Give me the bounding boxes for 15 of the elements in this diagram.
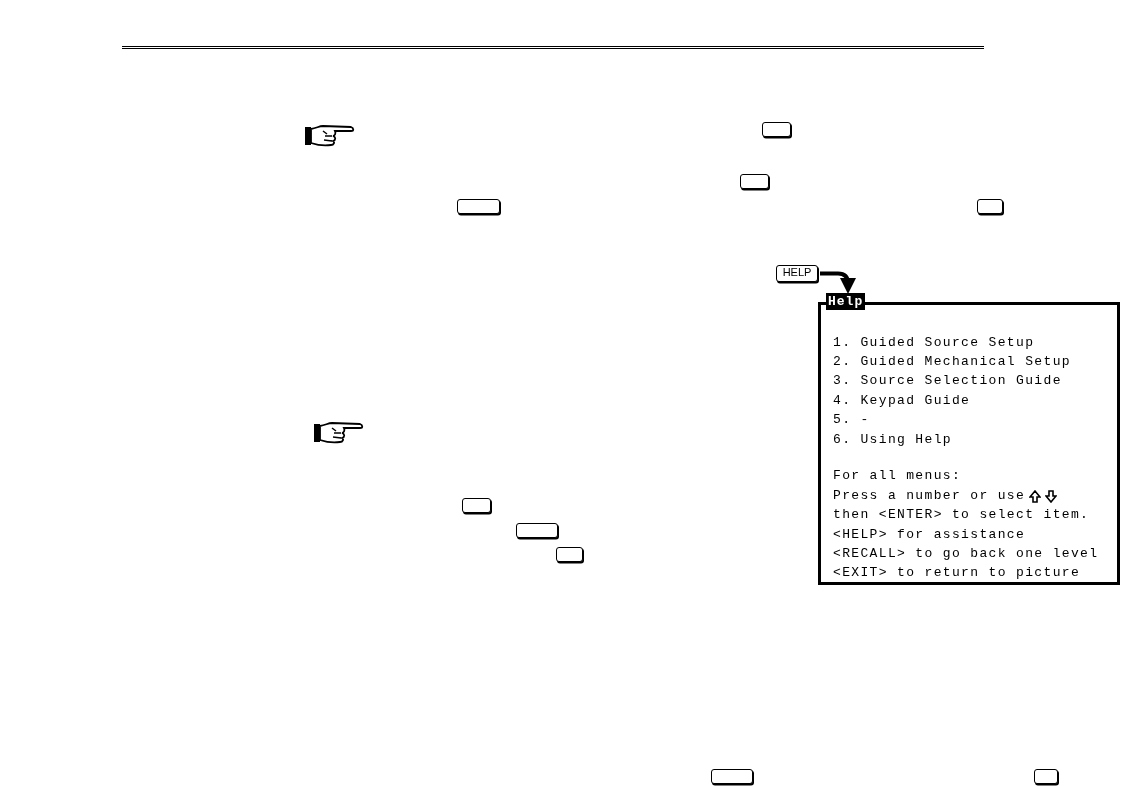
help-text: <RECALL> to go back one level (833, 546, 1099, 562)
arrow (820, 271, 856, 294)
menu-item: 6. Using Help (833, 432, 952, 448)
menu-item: 3. Source Selection Guide (833, 373, 1062, 389)
menu-item: 1. Guided Source Setup (833, 335, 1035, 351)
help-text: then <ENTER> to select item. (833, 507, 1090, 523)
help-text: <HELP> for assistance (833, 527, 1026, 543)
help-key: HELP (776, 265, 818, 282)
help-text: <EXIT> to return to picture (833, 565, 1081, 581)
help-text: Press a number or use (833, 488, 1026, 504)
help-text: For all menus: (833, 468, 962, 484)
menu-title: Help (826, 293, 866, 310)
menu-item: 2. Guided Mechanical Setup (833, 354, 1071, 370)
menu-item: 4. Keypad Guide (833, 393, 971, 409)
menu-item: 5. - (833, 412, 870, 428)
